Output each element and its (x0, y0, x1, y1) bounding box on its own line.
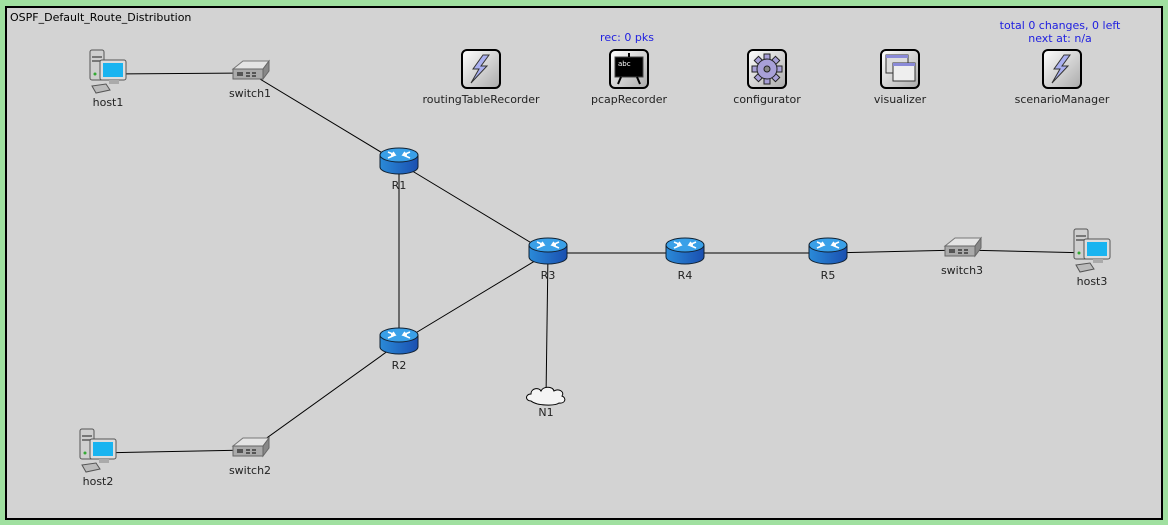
node-n1[interactable] (525, 385, 567, 411)
module-scenariomanager[interactable] (1042, 49, 1082, 93)
node-switch2[interactable] (229, 436, 271, 464)
module-label: pcapRecorder (590, 93, 668, 106)
node-label: R3 (540, 269, 556, 282)
node-host2[interactable] (76, 427, 120, 479)
node-host1[interactable] (86, 48, 130, 100)
node-label: host1 (92, 96, 124, 109)
pcap-status: rec: 0 pks (600, 31, 654, 44)
gear-icon (747, 49, 787, 89)
router-icon (807, 237, 849, 270)
link-R3-N1[interactable] (545, 252, 549, 399)
router-icon (378, 147, 420, 180)
node-label: host2 (82, 475, 114, 488)
module-label: scenarioManager (1014, 93, 1110, 106)
node-r5[interactable] (807, 236, 849, 270)
router-icon (664, 237, 706, 270)
node-label: N1 (538, 406, 554, 419)
switch-icon (229, 59, 271, 87)
link-R2-R3[interactable] (398, 252, 549, 344)
module-label: visualizer (873, 93, 927, 106)
lightning-icon (461, 49, 501, 89)
svg-text:abc: abc (618, 60, 631, 68)
link-host1-switch1[interactable] (107, 72, 251, 75)
link-switch2-host2[interactable] (97, 449, 251, 454)
node-label: switch2 (228, 464, 272, 477)
host-icon (86, 49, 130, 100)
node-label: R5 (820, 269, 836, 282)
module-configurator[interactable] (747, 49, 787, 93)
link-R1-R3[interactable] (398, 162, 549, 254)
module-label: configurator (733, 93, 801, 106)
windows-icon (880, 49, 920, 89)
node-r4[interactable] (664, 236, 706, 270)
link-switch3-host3[interactable] (961, 249, 1093, 254)
cloud-icon (525, 386, 567, 411)
network-canvas: OSPF_Default_Route_Distribution host1 sw… (5, 6, 1163, 520)
module-routingtablerecorder[interactable] (461, 49, 501, 93)
node-label: host3 (1076, 275, 1108, 288)
scenario-status-line1: total 0 changes, 0 left (999, 19, 1121, 32)
node-r2[interactable] (378, 326, 420, 360)
lightning-icon (1042, 49, 1082, 89)
blackboard-icon: abc (609, 49, 649, 89)
module-label: routingTableRecorder (422, 93, 540, 106)
node-r1[interactable] (378, 146, 420, 180)
node-switch1[interactable] (229, 59, 271, 87)
node-label: R1 (391, 179, 407, 192)
node-label: R2 (391, 359, 407, 372)
switch-icon (229, 436, 271, 464)
link-switch1-R1[interactable] (249, 72, 400, 164)
node-r3[interactable] (527, 236, 569, 270)
router-icon (527, 237, 569, 270)
node-switch3[interactable] (941, 236, 983, 264)
scenario-status-line2: next at: n/a (1028, 32, 1092, 45)
host-icon (1070, 228, 1114, 279)
host-icon (76, 428, 120, 479)
link-R2-switch2[interactable] (249, 342, 400, 451)
switch-icon (941, 236, 983, 264)
node-label: switch1 (228, 87, 272, 100)
link-R5-switch3[interactable] (827, 249, 963, 254)
links-layer (97, 72, 1093, 454)
node-host3[interactable] (1070, 227, 1114, 279)
router-icon (378, 327, 420, 360)
node-label: switch3 (940, 264, 984, 277)
module-visualizer[interactable] (880, 49, 920, 93)
module-pcaprecorder[interactable]: abc (609, 49, 649, 93)
network-title: OSPF_Default_Route_Distribution (10, 11, 192, 24)
node-label: R4 (677, 269, 693, 282)
